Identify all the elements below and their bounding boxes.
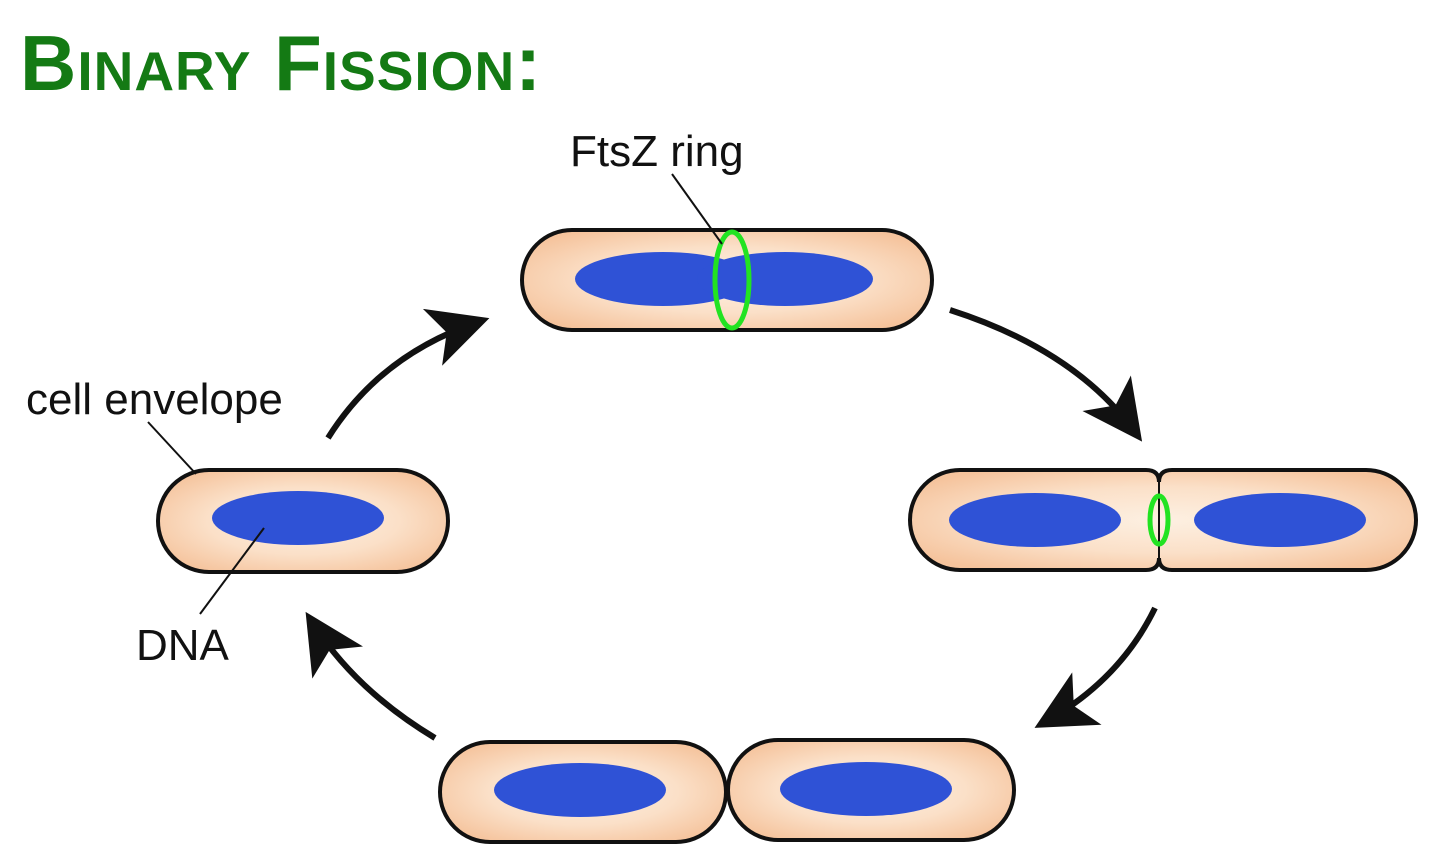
dna-label: DNA [136, 621, 230, 670]
ftsz-ring [712, 229, 752, 331]
stage-constricting-cell [908, 468, 1418, 572]
ftsz-ring-leader-line [671, 173, 723, 245]
dna-blob [1194, 493, 1366, 547]
dna-blob [494, 763, 666, 817]
arrow-elongated-to-constricting [949, 307, 1143, 442]
ftsz-ring [1147, 493, 1171, 547]
dna-leader-line [199, 527, 265, 615]
arrow-constricting-to-divided [1034, 606, 1158, 728]
cell-envelope-label: cell envelope [26, 375, 283, 424]
arrow-single-to-elongated [325, 308, 490, 440]
dna-blob [575, 252, 751, 306]
cell-envelope-leader-line [147, 421, 197, 475]
arrow-divided-to-single [305, 611, 437, 741]
stage-divided-cells [438, 738, 1016, 844]
dna-blob [212, 491, 384, 545]
dna-blob [780, 762, 952, 816]
ftsz-ring-label: FtsZ ring [570, 127, 744, 176]
dna-blob [697, 252, 873, 306]
stage-elongated-cell [520, 228, 934, 332]
stage-single-cell [156, 468, 450, 574]
diagram-title: Binary Fission: [20, 19, 543, 107]
dna-blob [949, 493, 1121, 547]
